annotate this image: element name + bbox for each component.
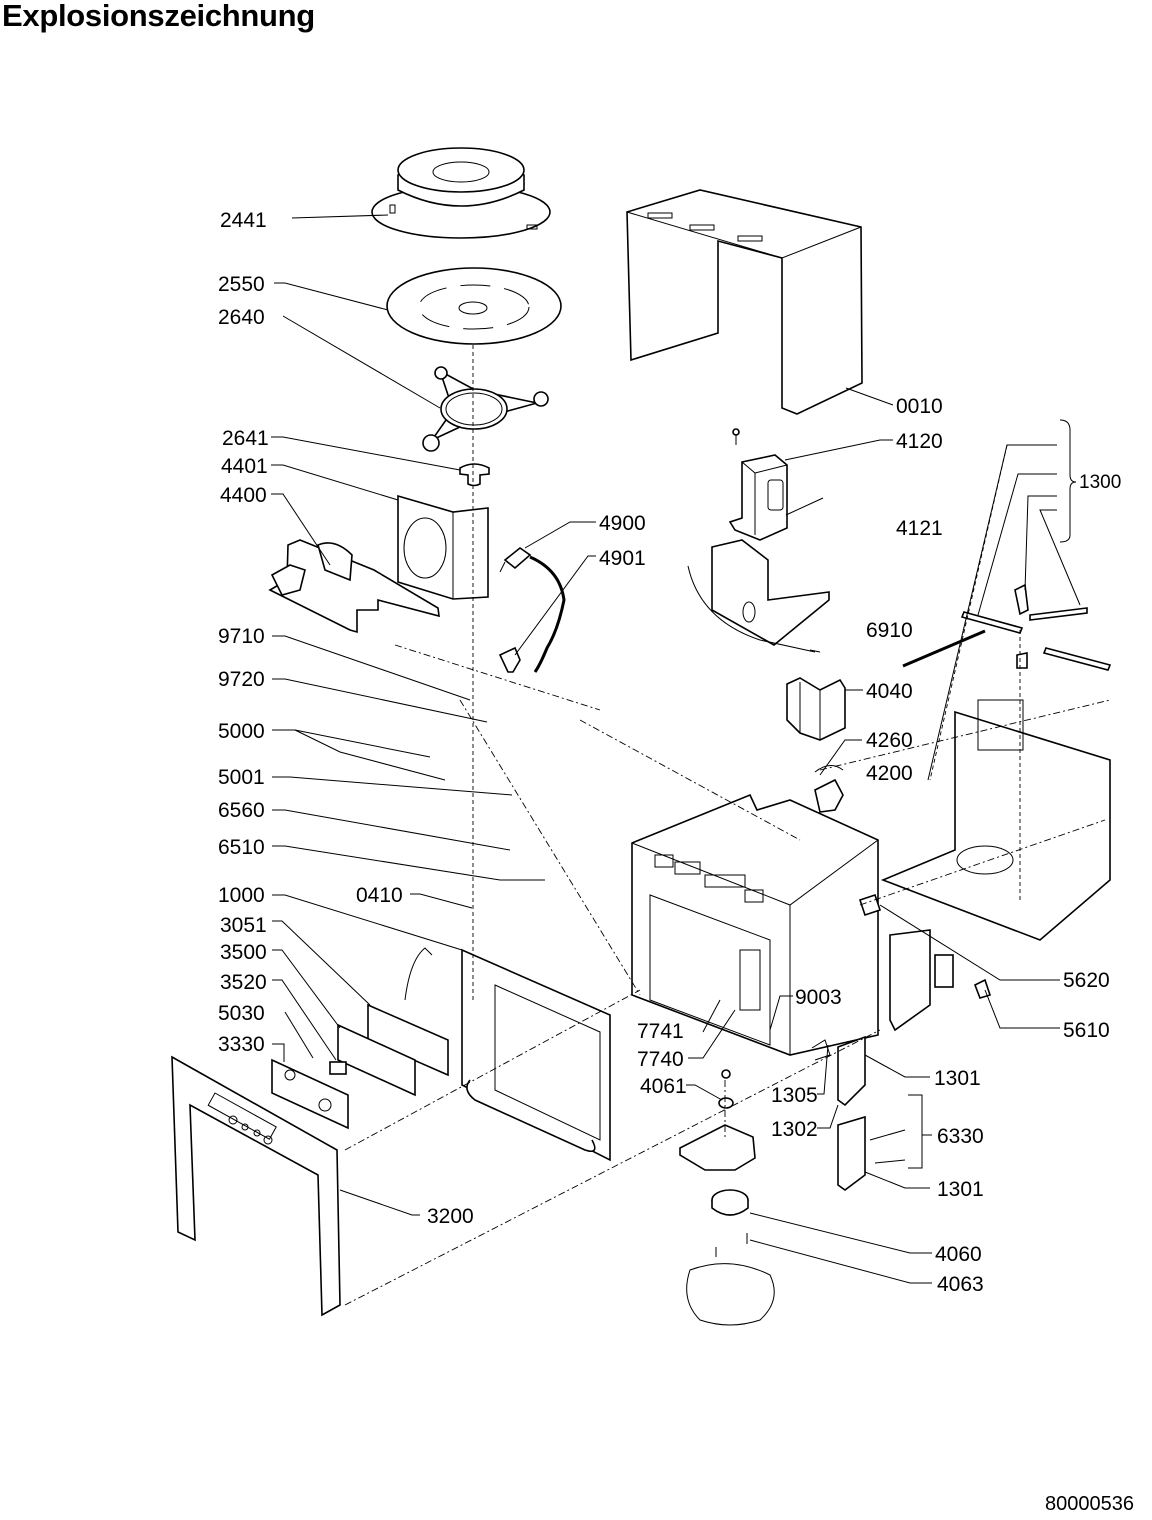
label-0010: 0010 xyxy=(896,395,943,418)
label-1305: 1305 xyxy=(771,1084,818,1107)
label-4901: 4901 xyxy=(599,547,646,570)
part-1301-switch-lower xyxy=(837,1115,866,1191)
label-4260: 4260 xyxy=(866,729,913,752)
page-title: Explosionszeichnung xyxy=(2,0,315,33)
part-1300-rails xyxy=(902,583,1112,671)
label-9710: 9710 xyxy=(218,625,265,648)
part-3520-display-window xyxy=(329,1061,347,1075)
part-4401-bracket xyxy=(397,494,489,600)
document-number: 80000536 xyxy=(1045,1493,1134,1515)
part-3200-front-frame xyxy=(171,1055,341,1317)
label-2441: 2441 xyxy=(220,209,267,232)
part-2641-coupler xyxy=(459,463,490,487)
label-5030: 5030 xyxy=(218,1002,265,1025)
label-4121: 4121 xyxy=(896,517,943,540)
label-5000: 5000 xyxy=(218,720,265,743)
label-4900: 4900 xyxy=(599,512,646,535)
label-5610: 5610 xyxy=(1063,1019,1110,1042)
part-4900-power-cord xyxy=(498,547,566,673)
label-6560: 6560 xyxy=(218,799,265,822)
label-5001: 5001 xyxy=(218,766,265,789)
label-1000: 1000 xyxy=(218,884,265,907)
label-3500: 3500 xyxy=(220,941,267,964)
label-1301-upper: 1301 xyxy=(934,1067,981,1090)
label-3330: 3330 xyxy=(218,1033,265,1056)
part-1301-switch-upper xyxy=(837,1035,866,1107)
part-base-cover xyxy=(679,1124,756,1171)
label-2640: 2640 xyxy=(218,306,265,329)
part-4063-screws xyxy=(715,1233,748,1257)
part-4061-spacer xyxy=(718,1069,734,1109)
part-gasket-ring xyxy=(686,1263,775,1326)
label-4060: 4060 xyxy=(935,1243,982,1266)
label-9003: 9003 xyxy=(795,986,842,1009)
part-4120-transformer xyxy=(728,428,788,541)
part-4121-bracket xyxy=(687,539,830,653)
label-4400: 4400 xyxy=(220,484,267,507)
label-4200: 4200 xyxy=(866,762,913,785)
label-1301-lower: 1301 xyxy=(937,1178,984,1201)
part-4400-fan-motor xyxy=(268,539,440,634)
part-4040-magnetron xyxy=(786,677,846,741)
part-2441-turntable-cover xyxy=(371,147,551,239)
part-main-cavity xyxy=(631,793,879,1056)
label-6910: 6910 xyxy=(866,619,913,642)
part-1000-door xyxy=(461,948,611,1162)
part-labels: 2441 2550 2640 2641 4401 4400 9710 9720 … xyxy=(218,209,1121,1296)
label-2550: 2550 xyxy=(218,273,265,296)
label-1300: 1300 xyxy=(1079,472,1121,493)
part-5610-switch-cover xyxy=(858,893,992,1032)
part-3330-control-panel-front xyxy=(271,1058,349,1130)
label-0410: 0410 xyxy=(356,884,403,907)
part-3051-control-board xyxy=(367,947,449,1077)
part-2550-turntable-plate xyxy=(386,267,562,345)
label-5620: 5620 xyxy=(1063,969,1110,992)
label-4401: 4401 xyxy=(221,455,268,478)
label-3051: 3051 xyxy=(220,914,267,937)
label-3520: 3520 xyxy=(220,971,267,994)
label-2641: 2641 xyxy=(222,427,269,450)
label-7741: 7741 xyxy=(637,1020,684,1043)
label-3200: 3200 xyxy=(427,1205,474,1228)
part-2640-roller-ring xyxy=(422,366,549,452)
label-4040: 4040 xyxy=(866,680,913,703)
label-1302: 1302 xyxy=(771,1118,818,1141)
label-4061: 4061 xyxy=(640,1075,687,1098)
label-6510: 6510 xyxy=(218,836,265,859)
leader-lines xyxy=(271,214,1081,1284)
part-back-panel xyxy=(880,699,1111,941)
part-4060-turntable-motor xyxy=(711,1189,749,1216)
part-0010-outer-casing xyxy=(626,189,863,415)
label-9720: 9720 xyxy=(218,668,265,691)
part-3500-keypad-board xyxy=(337,1023,416,1097)
label-4063: 4063 xyxy=(937,1273,984,1296)
label-7740: 7740 xyxy=(637,1048,684,1071)
label-6330: 6330 xyxy=(937,1125,984,1148)
label-4120: 4120 xyxy=(896,430,943,453)
part-4200-capacitor xyxy=(814,765,844,813)
